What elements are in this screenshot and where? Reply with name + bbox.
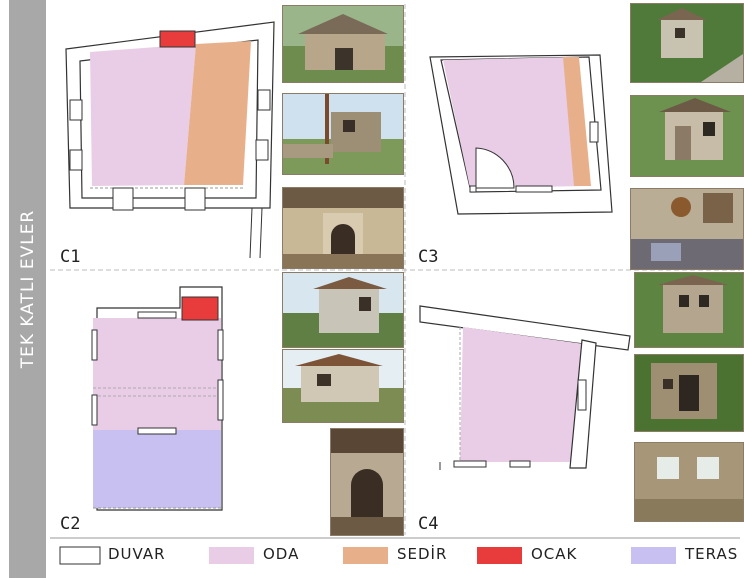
oda-room [93, 318, 221, 430]
teras-area [93, 430, 221, 508]
oda-room [460, 327, 584, 462]
oda-room [90, 44, 196, 186]
photo-c2-1 [282, 272, 404, 348]
photo-c1-2 [282, 93, 404, 175]
legend-swatch-duvar [59, 546, 101, 565]
plan-c2 [91, 286, 224, 511]
sedir-area [184, 41, 251, 185]
photo-c1-3 [282, 187, 404, 269]
legend-label-oda: ODA [263, 545, 300, 563]
legend-swatch-ocak [477, 547, 522, 564]
legend-label-teras: TERAS [685, 545, 739, 563]
sedir-area [563, 57, 591, 186]
plan-c3 [429, 54, 613, 215]
photo-c1-1 [282, 5, 404, 83]
photo-c2-3 [330, 428, 404, 536]
legend-label-ocak: OCAK [531, 545, 578, 563]
photo-c3-3 [630, 188, 744, 270]
panel-label-c2: C2 [60, 514, 81, 534]
plan-c4 [419, 305, 631, 470]
photo-c4-2 [634, 354, 744, 432]
legend-swatch-sedir [343, 547, 388, 564]
legend-swatch-oda [209, 547, 254, 564]
photo-c4-1 [634, 272, 744, 348]
ocak-hearth [159, 30, 196, 48]
plan-c1 [65, 21, 275, 259]
legend-label-sedir: SEDİR [397, 545, 448, 563]
panel-label-c4: C4 [418, 514, 439, 534]
photo-c2-2 [282, 349, 404, 423]
ocak-hearth [181, 296, 219, 321]
photo-c3-1 [630, 3, 744, 83]
photo-c4-3 [634, 442, 744, 522]
legend-swatch-teras [631, 547, 676, 564]
legend-label-duvar: DUVAR [108, 545, 166, 563]
panel-label-c3: C3 [418, 247, 439, 267]
panel-label-c1: C1 [60, 247, 81, 267]
sidebar-band [9, 0, 46, 578]
photo-c3-2 [630, 95, 744, 177]
